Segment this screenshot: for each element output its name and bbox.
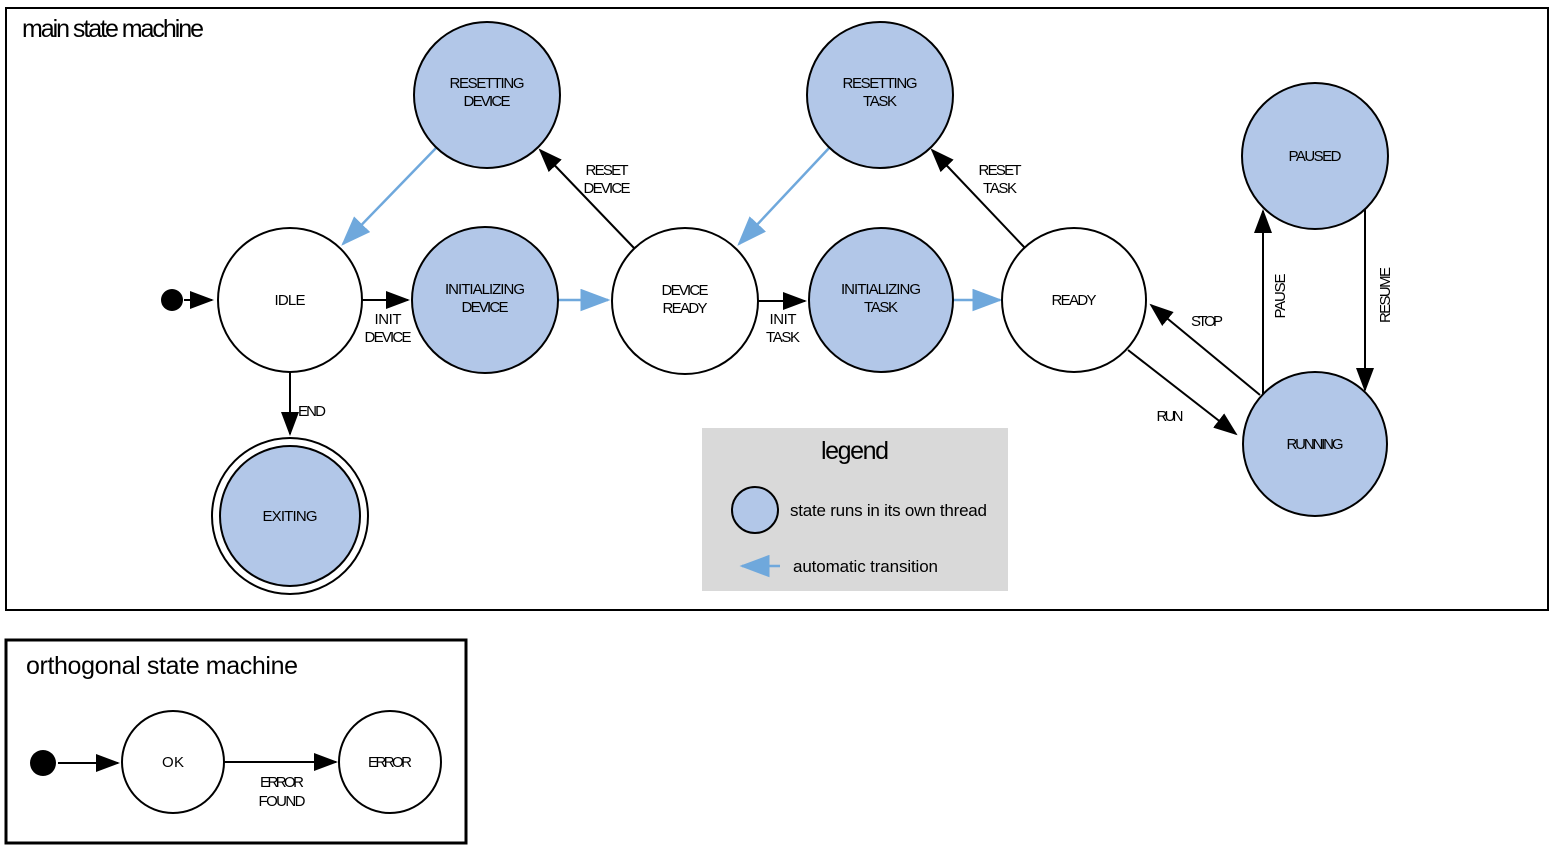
- label-error-found-line1: ERROR: [260, 774, 304, 791]
- state-running: RUNNING: [1242, 371, 1388, 517]
- state-resetting-task-label2: TASK: [863, 93, 897, 110]
- main-panel-title: main state machine: [22, 15, 204, 43]
- edge-run-ready-to-running: [1127, 349, 1238, 436]
- state-ready-circle: [1001, 227, 1147, 373]
- state-initializing-device-circle: [411, 226, 559, 374]
- state-error-circle: [338, 710, 442, 814]
- label-run: RUN: [1157, 408, 1184, 425]
- orthogonal-panel-title: orthogonal state machine: [26, 652, 298, 680]
- state-ready: READY: [1001, 227, 1147, 373]
- edge-device-ready-to-resetting-device: [538, 148, 635, 249]
- label-resume: RESUME: [1377, 267, 1394, 323]
- state-idle-label: IDLE: [275, 292, 306, 309]
- state-paused-circle: [1241, 82, 1389, 230]
- orthogonal-panel-border: [4, 638, 468, 845]
- state-resetting-device: RESETTING DEVICE: [413, 21, 561, 169]
- state-initializing-device-label1: INITIALIZING: [445, 281, 525, 298]
- state-device-ready-label2: READY: [663, 300, 708, 317]
- label-stop: STOP: [1191, 313, 1223, 330]
- state-resetting-device-label1: RESETTING: [450, 75, 525, 92]
- orthogonal-initial-state-dot: [30, 750, 56, 776]
- state-idle: IDLE: [217, 227, 363, 373]
- state-idle-circle: [217, 227, 363, 373]
- edge-ready-to-resetting-task: [930, 148, 1026, 249]
- edge-auto-resetting-task-to-device-ready: [737, 146, 831, 246]
- state-running-label: RUNNING: [1287, 436, 1344, 453]
- state-device-ready-label1: DEVICE: [662, 282, 709, 299]
- legend-auto-transition-text: automatic transition: [793, 557, 938, 576]
- legend-panel: legend state runs in its own thread auto…: [702, 428, 1008, 591]
- legend-thread-state-text: state runs in its own thread: [790, 501, 987, 520]
- state-resetting-task-label1: RESETTING: [843, 75, 918, 92]
- initial-state-dot: [161, 289, 183, 311]
- state-device-ready-circle: [611, 227, 759, 375]
- main-panel-border: [5, 7, 1549, 611]
- label-reset-device-line1: RESET: [586, 162, 629, 179]
- legend-title: legend: [821, 437, 889, 465]
- state-device-ready: DEVICE READY: [611, 227, 759, 375]
- label-init-device-line2: DEVICE: [365, 329, 412, 346]
- label-reset-task-line2: TASK: [983, 180, 1017, 197]
- legend-thread-state-icon: [731, 486, 779, 534]
- state-ready-label: READY: [1052, 292, 1097, 309]
- label-reset-task-line1: RESET: [979, 162, 1022, 179]
- main-transitions: [184, 146, 1374, 436]
- state-exiting-label: EXITING: [263, 508, 318, 525]
- state-initializing-device: INITIALIZING DEVICE: [411, 226, 559, 374]
- label-pause: PAUSE: [1272, 274, 1289, 319]
- main-states: IDLE RESETTING DEVICE INITIALIZING DEVIC…: [161, 21, 1389, 595]
- state-exiting-inner-circle: [219, 445, 361, 587]
- label-init-task-line2: TASK: [766, 329, 800, 346]
- state-ok-circle: [121, 710, 225, 814]
- orthogonal-state-machine-panel: orthogonal state machine ERROR FOUND OK …: [4, 638, 468, 845]
- state-paused: PAUSED: [1241, 82, 1389, 230]
- edge-auto-resetting-device-to-idle: [341, 146, 438, 246]
- label-init-device-line1: INIT: [375, 311, 402, 328]
- state-resetting-task-circle: [806, 21, 954, 169]
- state-initializing-task-circle: [808, 227, 954, 373]
- state-ok: OK: [121, 710, 225, 814]
- main-transition-labels: INIT DEVICE RESET DEVICE INIT TASK RESET…: [298, 162, 1394, 425]
- label-init-task-line1: INIT: [770, 311, 797, 328]
- label-error-found-line2: FOUND: [259, 793, 306, 810]
- state-initializing-task: INITIALIZING TASK: [808, 227, 954, 373]
- label-end: END: [298, 403, 326, 420]
- state-resetting-device-circle: [413, 21, 561, 169]
- state-resetting-device-label2: DEVICE: [464, 93, 511, 110]
- state-ok-label: OK: [162, 754, 184, 771]
- label-reset-device-line2: DEVICE: [584, 180, 631, 197]
- state-exiting-final: EXITING: [211, 437, 369, 595]
- main-state-machine-panel: main state machine INIT DEVICE RESET DEV…: [5, 7, 1549, 611]
- state-running-circle: [1242, 371, 1388, 517]
- state-paused-label: PAUSED: [1289, 148, 1342, 165]
- state-error: ERROR: [338, 710, 442, 814]
- state-initializing-task-label1: INITIALIZING: [841, 281, 921, 298]
- state-initializing-device-label2: DEVICE: [462, 299, 509, 316]
- edge-stop-running-to-ready: [1149, 303, 1261, 396]
- state-resetting-task: RESETTING TASK: [806, 21, 954, 169]
- state-error-label: ERROR: [368, 754, 412, 771]
- state-initializing-task-label2: TASK: [864, 299, 898, 316]
